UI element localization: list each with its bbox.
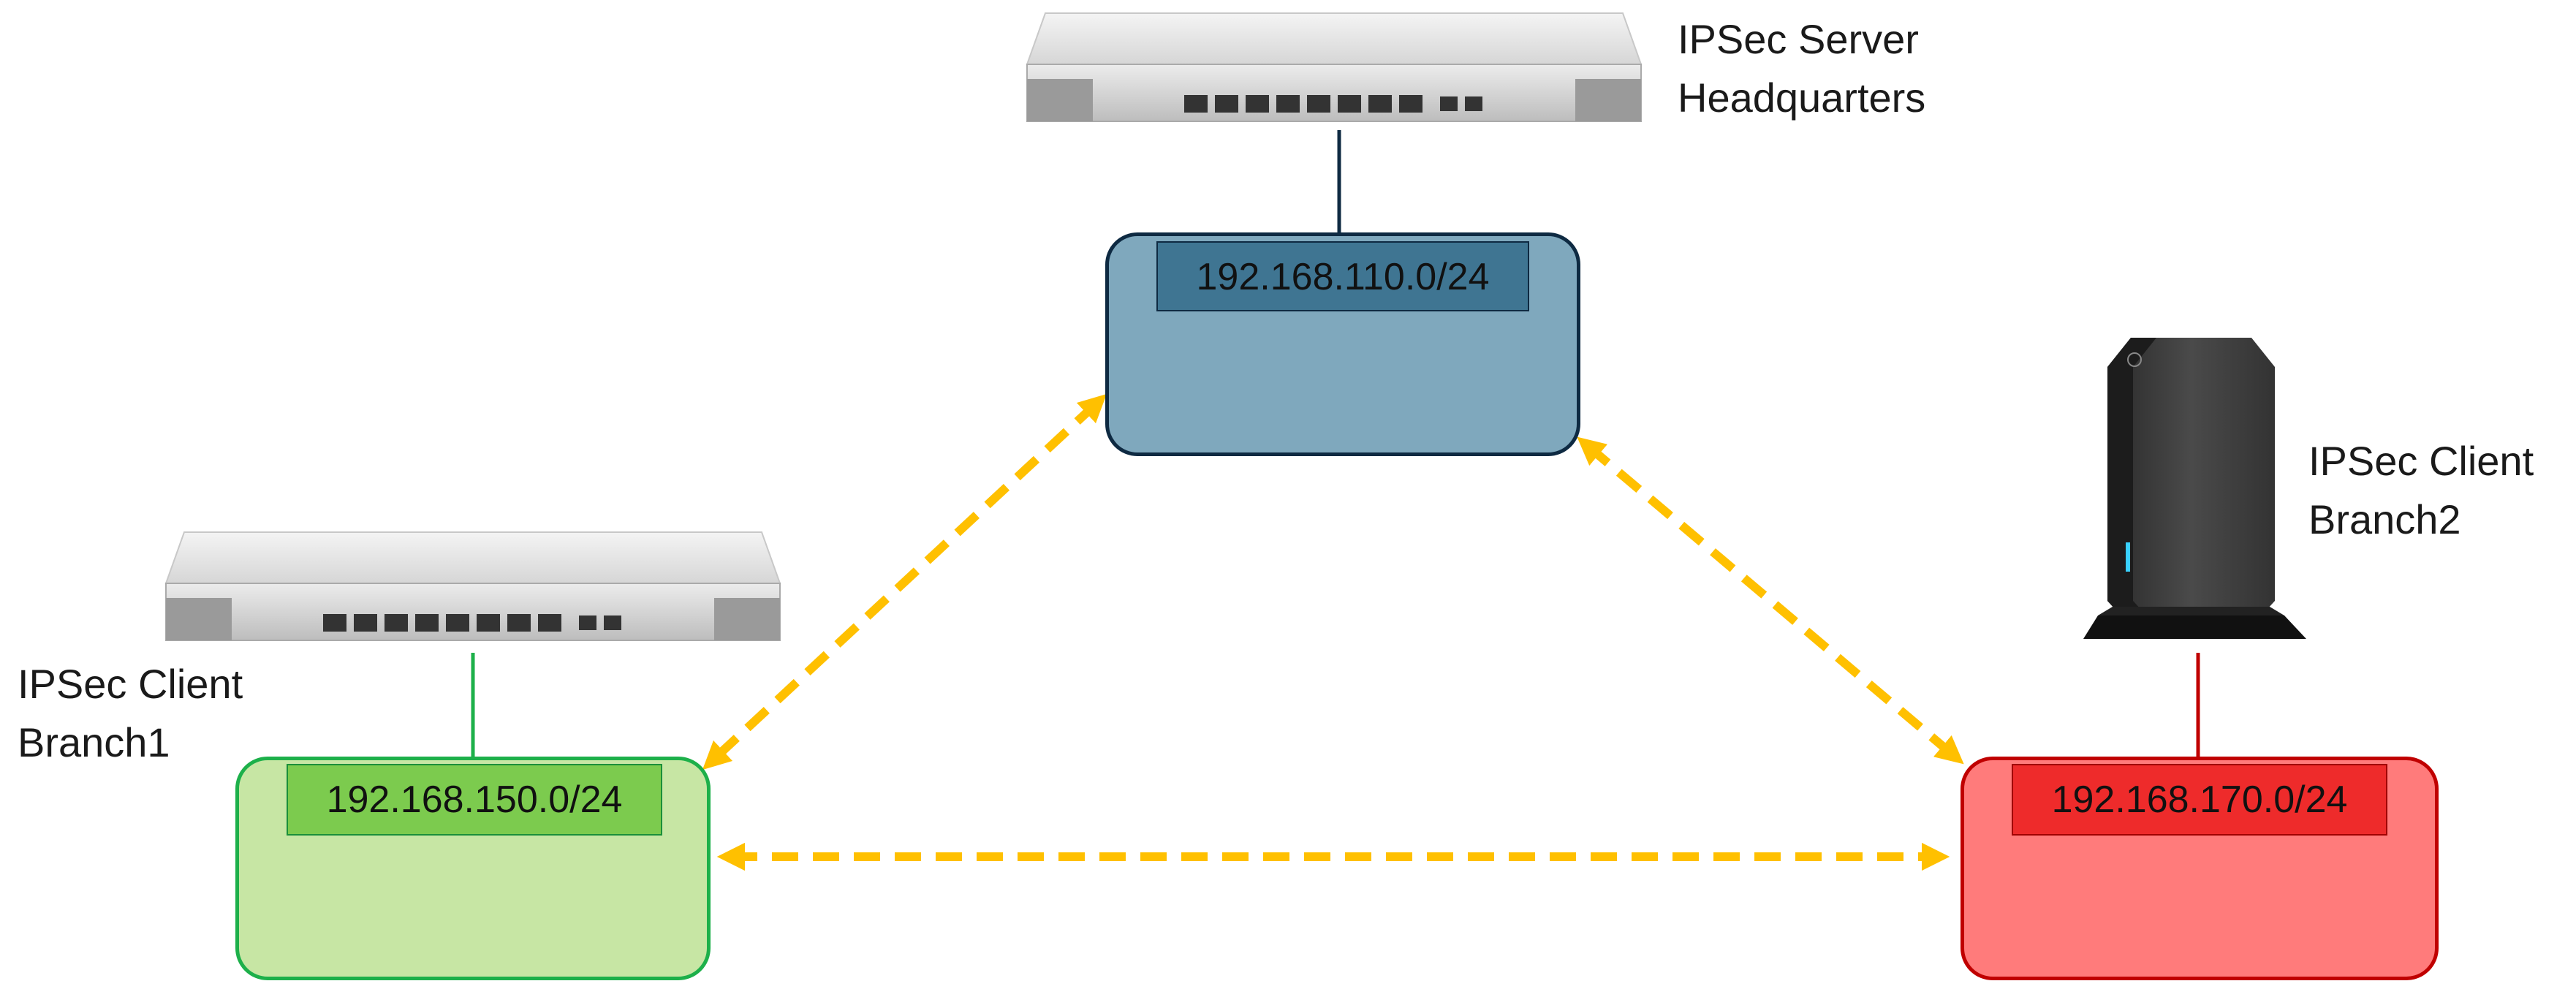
branch1-label-line2: Branch1 [18, 719, 170, 765]
hq-label-line2: Headquarters [1678, 75, 1926, 121]
branch2-subnet-label: 192.168.170.0/24 [2012, 764, 2387, 836]
tunnel-hq-branch2 [1577, 436, 1964, 765]
branch1-label-line1: IPSec Client [18, 661, 243, 707]
tunnel-hq-branch1 [702, 393, 1107, 770]
branch2-label-line1: IPSec Client [2308, 438, 2534, 484]
desktop-gateway-icon [2083, 338, 2306, 639]
branch2-label-line2: Branch2 [2308, 496, 2461, 542]
branch1-device-label: IPSec Client Branch1 [18, 655, 243, 772]
rack-router-icon [164, 531, 781, 641]
hq-subnet-label: 192.168.110.0/24 [1156, 241, 1529, 311]
hq-device-label: IPSec Server Headquarters [1678, 10, 1925, 127]
branch1-subnet-label: 192.168.150.0/24 [287, 764, 662, 836]
rack-router-icon [1026, 12, 1643, 122]
branch2-device-label: IPSec Client Branch2 [2308, 432, 2534, 549]
hq-label-line1: IPSec Server [1678, 16, 1919, 62]
